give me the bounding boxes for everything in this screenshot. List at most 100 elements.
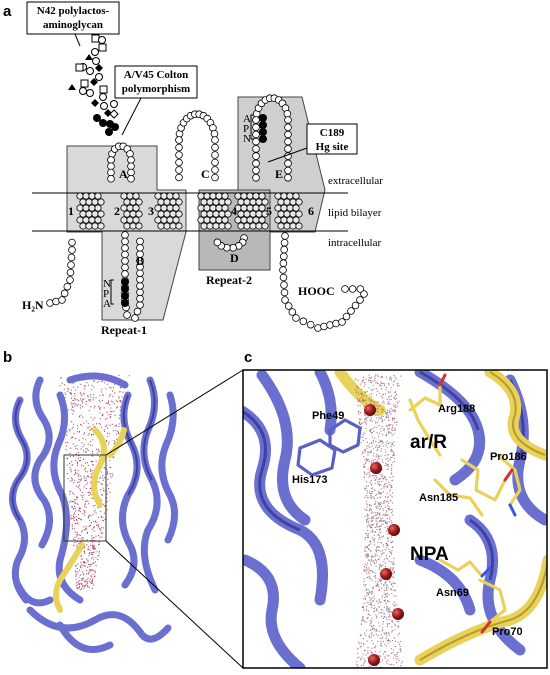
pore-dot — [380, 488, 382, 490]
pore-dot — [392, 561, 394, 563]
pore-dot — [379, 637, 381, 639]
pore-dot — [357, 398, 359, 400]
pore-dot — [99, 423, 101, 425]
asn185-label: Asn185 — [419, 492, 458, 504]
pore-dot — [387, 415, 389, 417]
residue-circle — [284, 173, 292, 182]
pore-dot — [392, 576, 394, 578]
pore-dot — [79, 488, 81, 490]
pore-dot — [370, 527, 372, 529]
pore-dot — [92, 520, 94, 523]
pore-dot — [74, 445, 76, 447]
pore-dot — [87, 427, 89, 429]
pore-dot — [91, 569, 93, 571]
pore-dot — [77, 475, 79, 477]
pore-dot — [74, 499, 76, 501]
pore-dot — [368, 510, 370, 512]
pore-dot — [82, 558, 84, 560]
pore-dot — [385, 376, 388, 378]
pore-dot — [382, 461, 384, 463]
helix-residue — [88, 192, 96, 200]
pore-dot — [363, 452, 365, 454]
pore-dot — [368, 445, 370, 447]
pore-dot — [99, 401, 101, 403]
residue-circle — [252, 152, 260, 160]
helix-residue — [157, 210, 165, 218]
pore-dot — [110, 387, 112, 389]
pore-dot — [381, 421, 383, 423]
pore-dot — [370, 380, 372, 382]
pore-dot — [387, 391, 389, 393]
pore-dot — [95, 557, 97, 559]
pore-dot — [91, 528, 93, 530]
pore-dot — [90, 575, 92, 577]
pore-dot — [360, 422, 362, 425]
pore-dot — [378, 481, 381, 483]
pore-dot — [385, 530, 387, 532]
pore-dot — [88, 494, 90, 497]
pore-dot — [92, 545, 95, 547]
pore-dot — [103, 407, 105, 409]
residue-circle — [284, 116, 292, 124]
pore-dot — [368, 555, 370, 558]
pore-dot — [378, 612, 380, 614]
pore-dot — [113, 440, 115, 442]
pore-dot — [382, 382, 384, 384]
pore-dot — [377, 447, 379, 449]
pore-dot — [371, 651, 373, 653]
pore-dot — [368, 572, 370, 574]
pore-dot — [364, 508, 366, 510]
pore-dot — [390, 423, 392, 426]
pore-dot — [106, 473, 108, 475]
pore-dot — [375, 553, 377, 555]
pore-dot — [103, 512, 105, 514]
pore-dot — [388, 427, 390, 429]
pore-dot — [69, 393, 71, 395]
pore-dot — [112, 474, 114, 476]
pore-dot — [388, 416, 390, 418]
pore-dot — [120, 401, 122, 403]
pore-dot — [367, 617, 369, 619]
pore-dot — [92, 469, 94, 471]
zoom-region-box — [63, 454, 107, 542]
helix-residue — [157, 198, 165, 206]
pore-dot — [84, 580, 87, 582]
pore-dot — [384, 520, 386, 522]
npa-motif-e: A P N — [243, 113, 254, 145]
pore-dot — [89, 425, 91, 428]
pore-dot — [84, 503, 86, 505]
pore-dot — [357, 400, 359, 402]
pore-dot — [83, 392, 85, 394]
pore-dot — [383, 606, 385, 608]
pore-dot — [373, 595, 375, 598]
pore-dot — [393, 582, 395, 584]
pore-dot — [369, 447, 371, 449]
pore-dot — [83, 562, 85, 564]
pore-dot — [69, 491, 71, 493]
pore-dot — [389, 411, 391, 413]
pore-dot — [82, 565, 84, 567]
pore-dot — [389, 431, 391, 433]
helix-residue — [154, 192, 162, 200]
pore-dot — [366, 630, 368, 632]
pore-dot — [383, 485, 385, 487]
pore-dot — [121, 396, 123, 398]
pore-dot — [362, 422, 364, 424]
residue-circle — [107, 162, 115, 171]
pore-dot — [379, 493, 381, 495]
pore-dot — [101, 532, 103, 534]
pore-dot — [381, 418, 383, 420]
pore-dot — [106, 500, 108, 503]
pore-dot — [387, 638, 389, 640]
pore-dot — [76, 567, 79, 570]
pore-dot — [383, 593, 385, 595]
pore-dot — [75, 575, 77, 577]
pore-dot — [67, 442, 69, 444]
helix-residue — [224, 198, 232, 206]
pore-dot — [383, 400, 385, 402]
pore-dot — [389, 614, 391, 616]
pore-dot — [379, 496, 381, 498]
pore-dot — [365, 460, 368, 462]
pore-dot — [394, 629, 396, 631]
pore-dot — [72, 508, 74, 510]
